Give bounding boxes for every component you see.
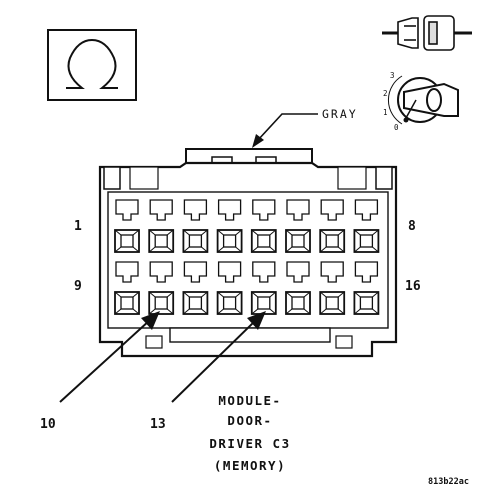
pin-cavity-3 — [182, 199, 209, 253]
pin-cavities — [114, 199, 380, 315]
pin-cavity-6 — [285, 199, 311, 253]
pin-cavity-14 — [285, 261, 311, 315]
title-line-3: DRIVER C3 — [209, 436, 290, 451]
key-position-3: 3 — [390, 71, 395, 80]
pin-cavity-12 — [216, 261, 243, 315]
key-position-1: 1 — [383, 108, 388, 117]
pin-cavity-9 — [114, 261, 140, 315]
omega-icon — [66, 38, 118, 89]
color-leader-line — [257, 113, 318, 141]
ignition-key-icon: 3 2 1 0 — [383, 71, 459, 132]
pin-cavity-8 — [353, 199, 380, 253]
pin-cavity-5 — [250, 199, 277, 253]
figure-code: 813b22ac — [428, 477, 469, 487]
color-leader-arrowhead — [252, 134, 264, 148]
pin-cavity-4 — [216, 199, 243, 253]
plug-icon — [382, 15, 472, 51]
key-position-0: 0 — [394, 123, 399, 132]
pin-label-16: 16 — [405, 279, 421, 294]
color-label: GRAY — [322, 107, 358, 121]
title-line-4: (MEMORY) — [214, 458, 286, 473]
pin-label-8: 8 — [408, 219, 416, 234]
title-line-1: MODULE- — [218, 393, 281, 408]
pin-cavity-1 — [114, 199, 140, 253]
callout-label-10: 10 — [40, 417, 56, 432]
title-line-2: DOOR- — [227, 413, 272, 428]
key-position-2: 2 — [383, 89, 388, 98]
pin-cavity-7 — [319, 199, 346, 253]
callout-label-13: 13 — [150, 417, 166, 432]
callout-leaders — [59, 311, 266, 403]
symbol-box — [47, 29, 137, 101]
pin-label-1: 1 — [74, 219, 82, 234]
pin-cavity-2 — [148, 199, 175, 253]
pin-cavity-16 — [353, 261, 380, 315]
connector-title: MODULE- DOOR- DRIVER C3 (MEMORY) — [209, 393, 290, 473]
pin-label-9: 9 — [74, 279, 82, 294]
pin-cavity-10 — [148, 261, 175, 315]
pin-cavity-11 — [182, 261, 209, 315]
pin-cavity-15 — [319, 261, 346, 315]
pin-cavity-13 — [250, 261, 277, 315]
